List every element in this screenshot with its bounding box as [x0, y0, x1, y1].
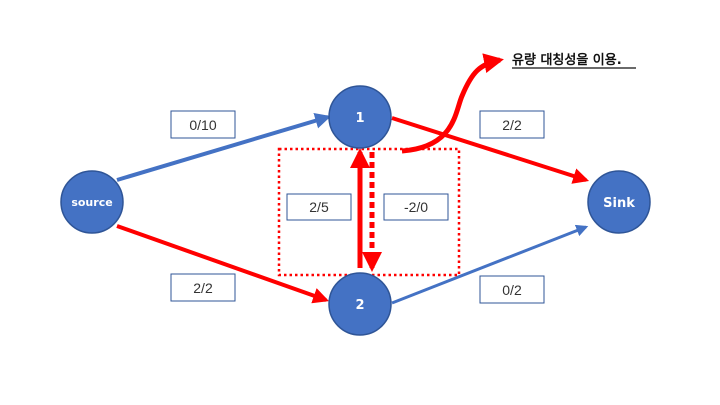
node-source: source: [60, 170, 124, 234]
edge-label-2-to-1: 2/5: [286, 193, 352, 221]
svg-text:유량 대칭성을 이용.: 유량 대칭성을 이용.: [512, 52, 622, 68]
svg-text:2/5: 2/5: [309, 199, 329, 215]
svg-text:Sink: Sink: [603, 196, 635, 211]
svg-text:source: source: [71, 196, 112, 209]
edge-1-to-sink: [391, 116, 590, 184]
node-2: 2: [328, 272, 392, 336]
annotation-arrow: [401, 53, 504, 154]
edge-label-2-to-sink: 0/2: [479, 275, 545, 304]
svg-text:0/2: 0/2: [502, 282, 522, 298]
edge-label-1-to-2: -2/0: [383, 193, 449, 221]
edge-label-1-to-sink: 2/2: [479, 110, 545, 139]
edge-source-to-2: [116, 224, 330, 304]
svg-text:2/2: 2/2: [193, 280, 213, 296]
svg-text:2: 2: [355, 298, 364, 313]
svg-text:1: 1: [355, 111, 364, 126]
node-1: 1: [328, 85, 392, 149]
node-sink: Sink: [587, 170, 651, 234]
edge-label-source-to-1: 0/10: [170, 110, 236, 139]
edge-label-source-to-2: 2/2: [170, 273, 236, 302]
edge-2-to-sink: [391, 224, 589, 305]
edge-source-to-1: [116, 112, 332, 182]
svg-text:-2/0: -2/0: [404, 199, 428, 215]
annotation-note: 유량 대칭성을 이용.: [512, 52, 636, 69]
svg-text:2/2: 2/2: [502, 117, 522, 133]
svg-text:0/10: 0/10: [189, 117, 216, 133]
